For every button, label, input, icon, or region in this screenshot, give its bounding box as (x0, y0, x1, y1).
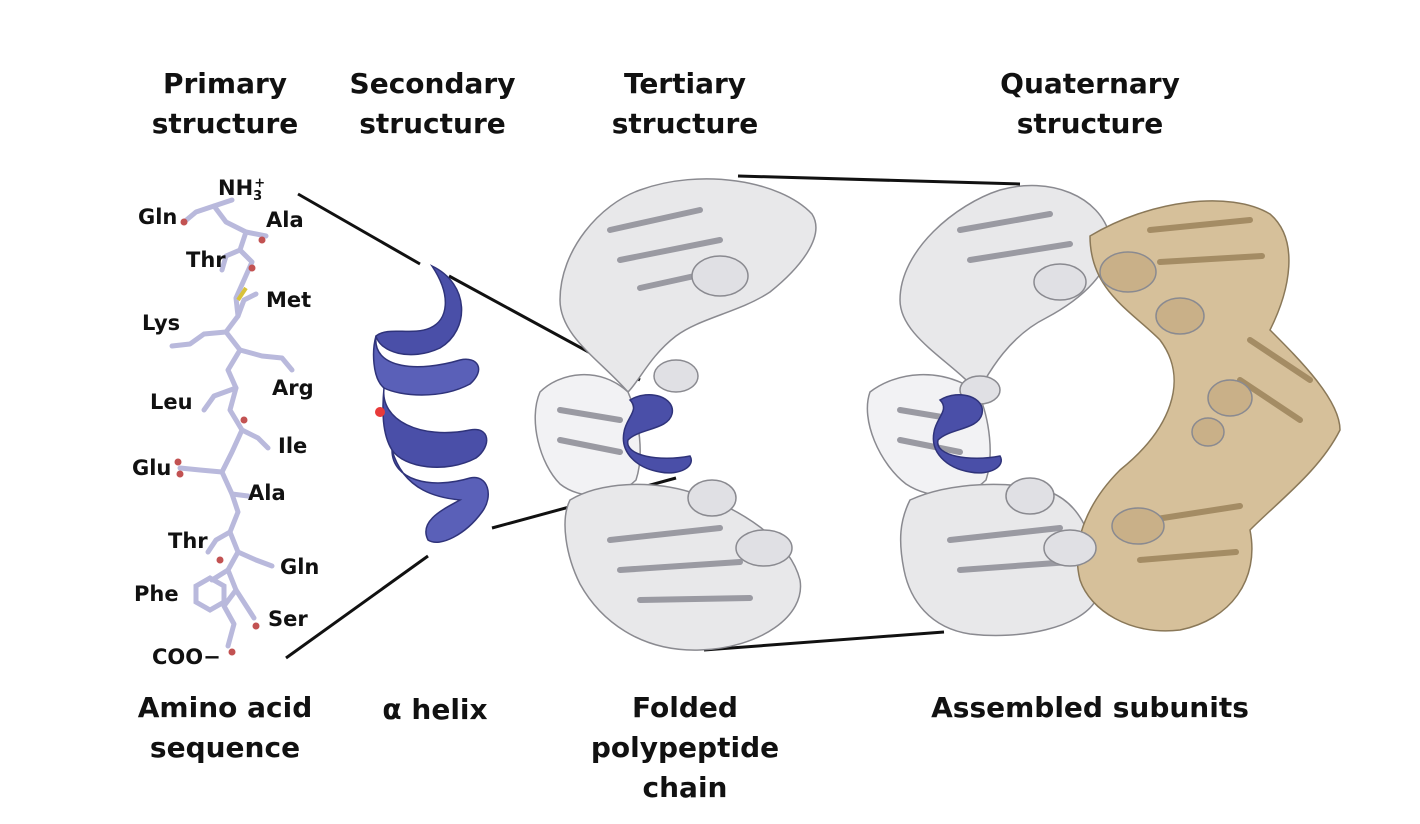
oxygen-atoms (174, 218, 266, 656)
connector-tertiary-to-quaternary-bottom (703, 630, 945, 652)
connector-primary-to-helix-top (297, 192, 421, 266)
c-terminus-label: COO− (152, 645, 221, 669)
caption-assembled-subunits: Assembled subunits (931, 691, 1249, 724)
residue-label: Glu (132, 456, 172, 480)
helix-marker-dot (375, 407, 385, 417)
quaternary-assembly (866, 184, 1341, 637)
residue-label: Ser (268, 607, 308, 631)
residue-label: Thr (168, 529, 208, 553)
alpha-helix-ribbon (372, 264, 489, 543)
heading-tertiary-structure: Tertiary structure (611, 67, 759, 140)
caption-amino-acid-sequence: Amino acid sequence (137, 691, 313, 764)
residue-label: Ala (266, 208, 304, 232)
phe-ring (193, 575, 227, 613)
heading-secondary-structure: Secondary structure (349, 67, 516, 140)
caption-alpha-helix: α helix (382, 693, 488, 726)
peptide-backbone (169, 197, 295, 649)
residue-label: Ile (278, 434, 308, 458)
residue-label: Gln (280, 555, 320, 579)
tertiary-fold (534, 178, 817, 651)
residue-label: Met (266, 288, 312, 312)
residue-label: Gln (138, 205, 178, 229)
residue-label: Thr (186, 248, 226, 272)
residue-label: Arg (272, 376, 314, 400)
residue-label: Phe (134, 582, 179, 606)
residue-label: Ala (248, 481, 286, 505)
residue-label: Lys (142, 311, 181, 335)
n-terminus-label: NH3+ (218, 176, 266, 205)
connector-primary-to-helix-bottom (285, 554, 429, 660)
heading-quaternary-structure: Quaternary structure (1000, 67, 1180, 140)
connector-tertiary-to-quaternary-top (737, 174, 1021, 186)
sulfur-atom (236, 286, 248, 302)
caption-folded-polypeptide-chain: Folded polypeptide chain (590, 691, 780, 804)
heading-primary-structure: Primary structure (151, 67, 299, 140)
residue-label: Leu (150, 390, 193, 414)
